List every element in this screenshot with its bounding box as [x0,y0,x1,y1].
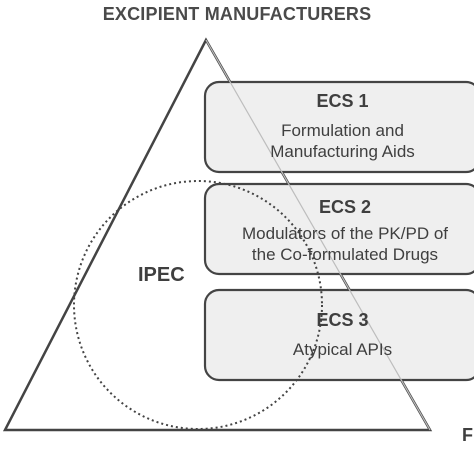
ecs2-box [203,182,474,276]
ecs1-line-2: Manufacturing Aids [270,142,415,161]
ecs1-box [203,80,474,174]
ecs3-heading: ECS 3 [316,310,369,330]
ecs1-heading: ECS 1 [316,91,369,111]
ecs1-line-1: Formulation and [281,121,404,140]
ecs2-heading: ECS 2 [318,197,372,217]
ecs2-line-1: Modulators of the PK/PD of [242,224,448,243]
ecs3-box [203,288,474,382]
ipec-circle [73,180,323,430]
ecs2-line-2: the Co-formulated Drugs [251,245,439,264]
diagram-title: EXCIPIENT MANUFACTURERS [102,4,372,24]
ecs2-text: ECS 2 Modulators of the PK/PD of the Co-… [200,197,474,265]
corner-label: F [462,425,473,445]
pyramid-edge-shadow [205,39,431,431]
ecs1-text: ECS 1 Formulation and Manufacturing Aids [205,91,474,162]
ecs3-text: ECS 3 Atypical APIs [205,310,474,360]
ecs3-line-1: Atypical APIs [292,340,393,359]
ipec-label: IPEC [138,264,185,286]
